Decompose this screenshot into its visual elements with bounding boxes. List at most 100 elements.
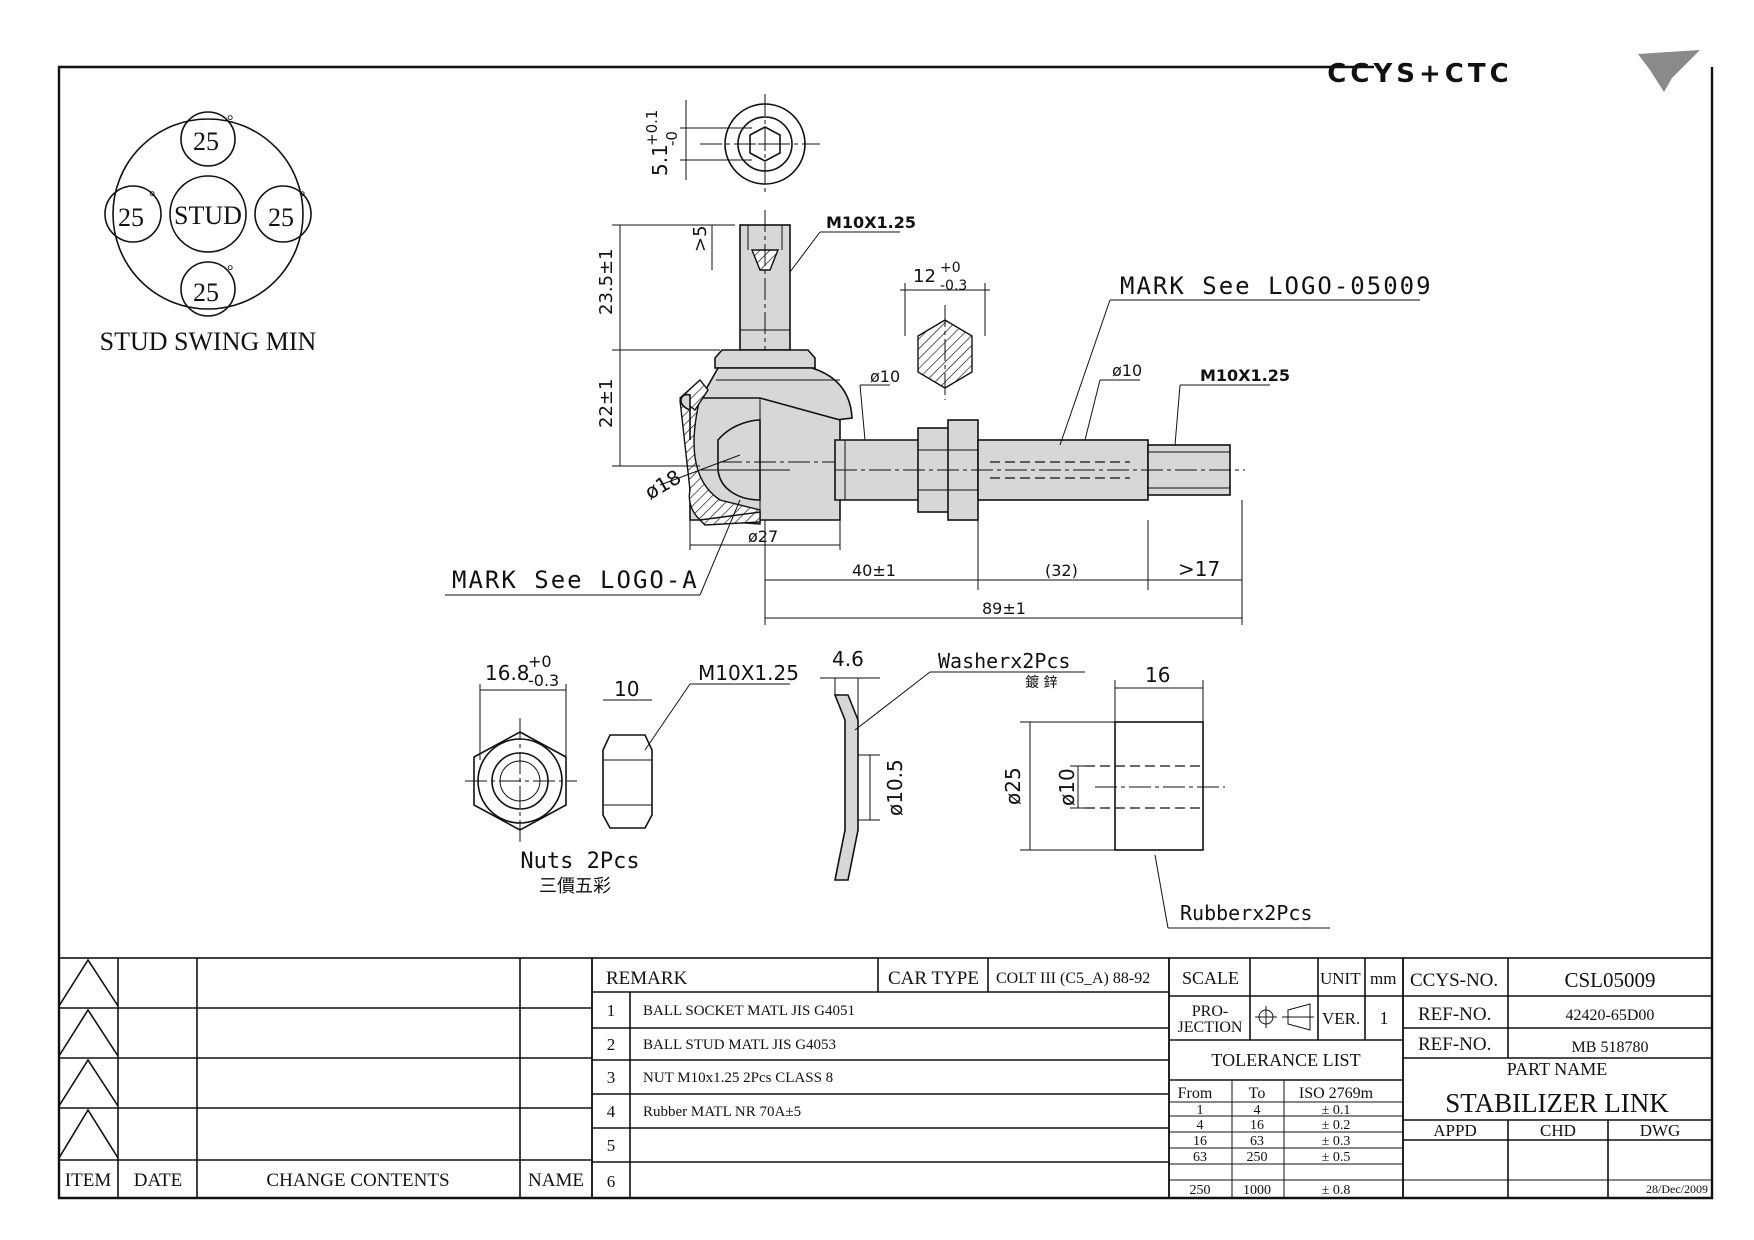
logo-text: CCYS+CTC xyxy=(1327,59,1512,89)
thread-top-label: M10X1.25 xyxy=(826,213,916,232)
tol-cell: 16 xyxy=(1250,1118,1264,1133)
rev-header-item: ITEM xyxy=(65,1170,112,1191)
appd-label: APPD xyxy=(1433,1121,1476,1140)
ccys-no-label: CCYS-NO. xyxy=(1410,970,1498,991)
stud-swing-caption: STUD SWING MIN xyxy=(100,327,317,356)
degree-mark: ° xyxy=(227,113,233,130)
nut-thread-label: M10X1.25 xyxy=(698,661,799,685)
projection-label: PRO- xyxy=(1192,1003,1228,1020)
third-angle-projection-icon xyxy=(1255,1003,1314,1031)
nut-tol-upper: +0 xyxy=(528,652,552,671)
tol-cell: 16 xyxy=(1193,1134,1207,1149)
rubber-dia-inner: ø10 xyxy=(1055,768,1079,806)
washer-dia: ø10.5 xyxy=(883,759,907,816)
remark-no: 2 xyxy=(607,1035,616,1054)
tol-cell: 63 xyxy=(1250,1134,1264,1149)
nuts-caption: Nuts 2Pcs xyxy=(520,849,639,874)
thread-end-label: M10X1.25 xyxy=(1200,366,1290,385)
dim-top-view-tol-upper: +0.1 xyxy=(643,110,661,146)
washer-view: 4.6 ø10.5 Washerx2Pcs 鍍 鋅 xyxy=(820,647,1085,881)
hex-tol-lower: -0.3 xyxy=(940,278,967,294)
dia27-label: ø27 xyxy=(748,527,778,546)
ref-no-label: REF-NO. xyxy=(1418,1034,1491,1055)
swing-angle-top: 25 xyxy=(193,127,219,156)
dim-32: (32) xyxy=(1045,561,1078,580)
tol-cell: ± 0.5 xyxy=(1322,1150,1351,1165)
tol-header: To xyxy=(1249,1085,1266,1102)
swing-angle-right: 25 xyxy=(268,203,294,232)
washer-caption: Washerx2Pcs xyxy=(938,649,1070,673)
nut-height-dim: 10 xyxy=(614,677,639,701)
ref-no-value: 42420-65D00 xyxy=(1566,1007,1655,1024)
remark-no: 5 xyxy=(607,1136,616,1155)
tol-cell: ± 0.8 xyxy=(1322,1183,1351,1198)
remark-header: REMARK xyxy=(606,968,688,989)
tol-cell: 1000 xyxy=(1243,1183,1271,1198)
ver-value: 1 xyxy=(1380,1008,1389,1028)
washer-finish: 鍍 鋅 xyxy=(1025,674,1057,691)
main-dimensions: 23.5±1 22±1 >5 M10X1.25 ø10 ø10 M10X1.25… xyxy=(445,213,1433,625)
dia18-label: ø18 xyxy=(641,465,686,505)
scale-label: SCALE xyxy=(1182,968,1239,988)
unit-label: UNIT xyxy=(1320,969,1361,988)
tol-cell: 4 xyxy=(1254,1103,1261,1118)
degree-mark: ° xyxy=(149,189,155,206)
remark-text: Rubber MATL NR 70A±5 xyxy=(643,1104,801,1120)
remark-no: 1 xyxy=(607,1001,616,1020)
remark-text: BALL SOCKET MATL JIS G4051 xyxy=(643,1003,855,1019)
rubber-dia-outer: ø25 xyxy=(1001,767,1025,805)
tol-cell: ± 0.3 xyxy=(1322,1134,1351,1149)
ver-label: VER. xyxy=(1322,1009,1360,1028)
remark-no: 3 xyxy=(607,1068,616,1087)
hex-section: 12 +0 -0.3 xyxy=(900,260,990,400)
car-type-value: COLT III (C5_A) 88-92 xyxy=(996,970,1150,987)
dim-40: 40±1 xyxy=(852,561,896,580)
top-view: 5.1 +0.1 -0 xyxy=(643,94,820,194)
scale-projection-block: SCALE UNIT mm PRO- JECTION VER. 1 TOLERA… xyxy=(1168,957,1404,1199)
mark-logo-05009: MARK See LOGO-05009 xyxy=(1120,272,1433,300)
dim-top-view-tol-lower: -0 xyxy=(663,131,681,146)
drawing-date: 28/Dec/2009 xyxy=(1646,1182,1708,1196)
dim-89: 89±1 xyxy=(982,599,1026,618)
rev-header-name: NAME xyxy=(528,1170,584,1191)
stud-label: STUD xyxy=(174,201,242,230)
revision-table: ITEM DATE CHANGE CONTENTS NAME xyxy=(58,957,593,1199)
degree-mark: ° xyxy=(299,189,305,206)
company-logo: CCYS+CTC xyxy=(1327,50,1700,92)
stabilizer-link-side-view xyxy=(678,210,1245,526)
rubber-length: 16 xyxy=(1145,663,1170,687)
tolerance-title: TOLERANCE LIST xyxy=(1211,1050,1360,1070)
tol-cell: 4 xyxy=(1197,1118,1204,1133)
rubber-caption: Rubberx2Pcs xyxy=(1180,901,1312,925)
title-block: CCYS-NO. CSL05009 REF-NO. 42420-65D00 RE… xyxy=(1402,957,1713,1199)
swing-angle-bottom: 25 xyxy=(193,278,219,307)
remark-table: REMARK CAR TYPE COLT III (C5_A) 88-92 1 … xyxy=(591,957,1170,1199)
part-name: STABILIZER LINK xyxy=(1445,1088,1669,1118)
dim-gt5: >5 xyxy=(690,225,711,252)
mark-logo-a: MARK See LOGO-A xyxy=(452,566,699,594)
stud-swing-diagram: STUD 25 25 25 25 ° ° ° ° STUD SWING MIN xyxy=(100,111,317,356)
tol-cell: 250 xyxy=(1247,1150,1268,1165)
remark-no: 6 xyxy=(607,1172,616,1191)
logo-emblem xyxy=(1638,50,1700,92)
tol-cell: 63 xyxy=(1193,1150,1207,1165)
dia10-label-b: ø10 xyxy=(1112,361,1142,380)
nut-views: 16.8 +0 -0.3 10 M10X1.25 Nuts 2Pcs 三價五彩 xyxy=(465,652,799,897)
remark-no: 4 xyxy=(607,1102,616,1121)
chd-label: CHD xyxy=(1540,1121,1576,1140)
hex-width-dim: 12 xyxy=(913,266,936,287)
nut-width-dim: 16.8 xyxy=(485,661,530,685)
unit-value: mm xyxy=(1370,969,1396,988)
tol-cell: 250 xyxy=(1190,1183,1211,1198)
ref-no-value: MB 518780 xyxy=(1572,1039,1649,1056)
tol-cell: ± 0.1 xyxy=(1322,1103,1351,1118)
ref-no-label: REF-NO. xyxy=(1418,1004,1491,1025)
degree-mark: ° xyxy=(227,263,233,280)
tol-cell: ± 0.2 xyxy=(1322,1118,1351,1133)
dim-22: 22±1 xyxy=(596,379,617,428)
ccys-no-value: CSL05009 xyxy=(1564,968,1655,992)
dia10-label-a: ø10 xyxy=(870,367,900,386)
car-type-label: CAR TYPE xyxy=(888,968,979,989)
projection-label: JECTION xyxy=(1178,1019,1243,1036)
